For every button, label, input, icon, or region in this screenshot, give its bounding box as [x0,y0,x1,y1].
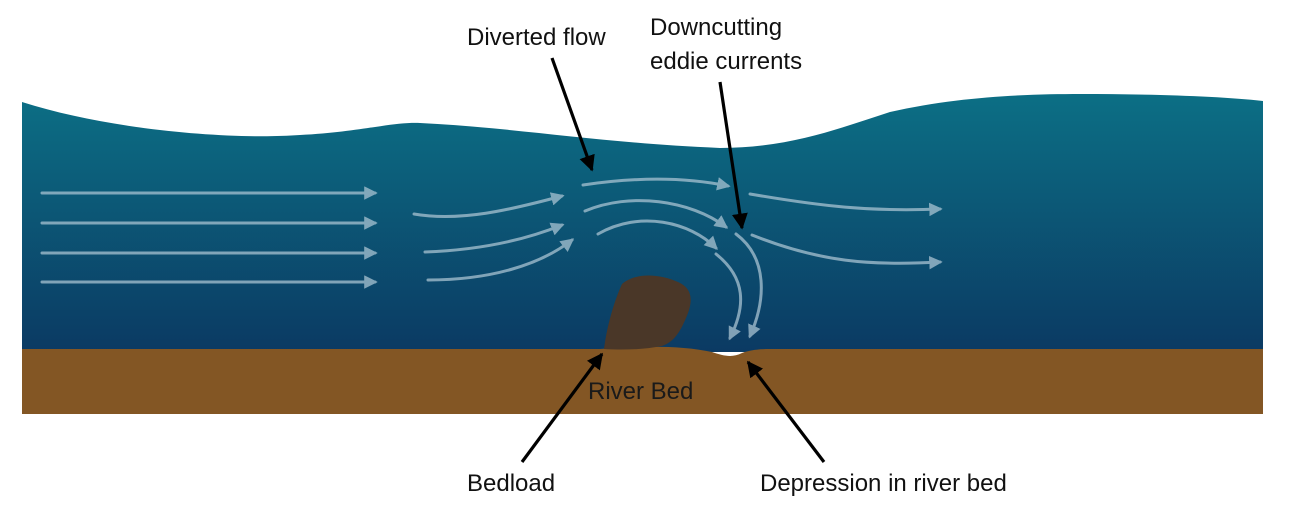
label-bedload: Bedload [467,470,555,497]
label-downcutting-line2: eddie currents [650,48,802,75]
label-river-bed: River Bed [588,378,693,405]
label-downcutting-line1: Downcutting [650,14,782,41]
label-depression: Depression in river bed [760,470,1007,497]
label-diverted-flow: Diverted flow [467,24,606,51]
